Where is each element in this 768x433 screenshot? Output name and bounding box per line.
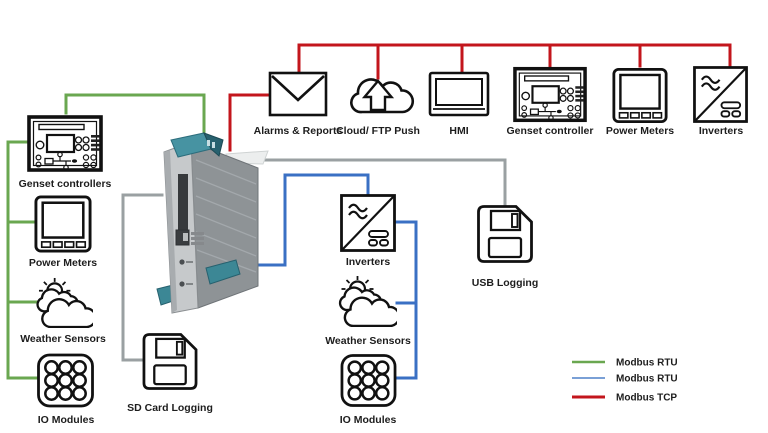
label-io-modules-left: IO Modules — [38, 414, 95, 426]
alarms-reports-icon — [268, 71, 328, 117]
green-overhead-line — [64, 93, 206, 142]
label-cloud-ftp: Cloud/ FTP Push — [336, 125, 420, 137]
red-feed-line — [228, 93, 272, 152]
vent-bar — [191, 232, 204, 235]
legend: Modbus RTU Modbus RTU Modbus TCP — [572, 358, 678, 404]
label-alarms-reports: Alarms & Reports — [254, 125, 343, 137]
label-sd-card-logging: SD Card Logging — [127, 402, 213, 414]
data-logger-device — [156, 132, 269, 314]
label-weather-sensors-left: Weather Sensors — [20, 333, 106, 345]
sd-card-logging-icon — [142, 333, 198, 390]
io-modules-icon-left — [37, 353, 94, 408]
modbus-rtu-green-lines — [6, 93, 206, 380]
power-meters-icon-top — [612, 67, 668, 124]
label-usb-logging: USB Logging — [472, 277, 539, 289]
vent-bar — [191, 237, 204, 240]
green-trunk-line — [6, 140, 38, 380]
terminal-pin — [207, 140, 210, 146]
device-side-hatching — [195, 159, 257, 273]
genset-controller-icon-top — [513, 66, 587, 123]
label-power-meters-top: Power Meters — [606, 125, 674, 137]
blue-trunk-line — [394, 220, 418, 380]
legend-label-modbus-rtu-green: Modbus RTU — [616, 358, 678, 369]
label-inverters-top: Inverters — [699, 125, 744, 137]
weather-sensors-icon-left — [36, 277, 93, 328]
inverters-icon-top — [693, 66, 748, 123]
cloud-ftp-icon — [350, 78, 415, 114]
device-bottom-clip — [205, 259, 241, 285]
hmi-icon — [428, 71, 490, 117]
red-bus-line — [297, 43, 732, 75]
inverters-icon-mid — [340, 194, 396, 252]
modbus-rtu-blue-lines — [233, 173, 418, 380]
device-front-edge — [164, 150, 177, 313]
vent-bar — [191, 242, 204, 245]
label-genset-controller-top: Genset controller — [507, 125, 594, 137]
sd-card-slot — [178, 174, 188, 230]
usb-port-tab — [183, 233, 188, 241]
envelope-flap — [271, 75, 325, 102]
weather-sensors-icon-mid — [338, 275, 397, 327]
io-modules-icon-mid — [340, 354, 397, 407]
label-io-modules-mid: IO Modules — [340, 414, 397, 426]
blue-feed-line — [233, 173, 370, 267]
upload-arrow — [361, 79, 395, 112]
label-weather-sensors-mid: Weather Sensors — [325, 335, 411, 347]
legend-label-modbus-tcp: Modbus TCP — [616, 393, 677, 404]
logging-lines — [121, 158, 507, 362]
sd-logging-line — [121, 193, 164, 362]
genset-controllers-icon — [27, 115, 103, 172]
terminal-pin — [212, 142, 215, 148]
legend-label-modbus-rtu-blue: Modbus RTU — [616, 374, 678, 385]
status-led — [179, 259, 185, 265]
usb-logging-line — [248, 158, 507, 207]
status-led — [179, 281, 185, 287]
label-genset-controllers: Genset controllers — [19, 178, 112, 190]
power-meters-icon-left — [34, 195, 92, 253]
usb-logging-icon — [477, 205, 533, 263]
label-inverters-mid: Inverters — [346, 256, 391, 268]
modbus-tcp-red-lines — [228, 43, 732, 152]
label-hmi: HMI — [449, 125, 468, 137]
label-power-meters-left: Power Meters — [29, 257, 97, 269]
